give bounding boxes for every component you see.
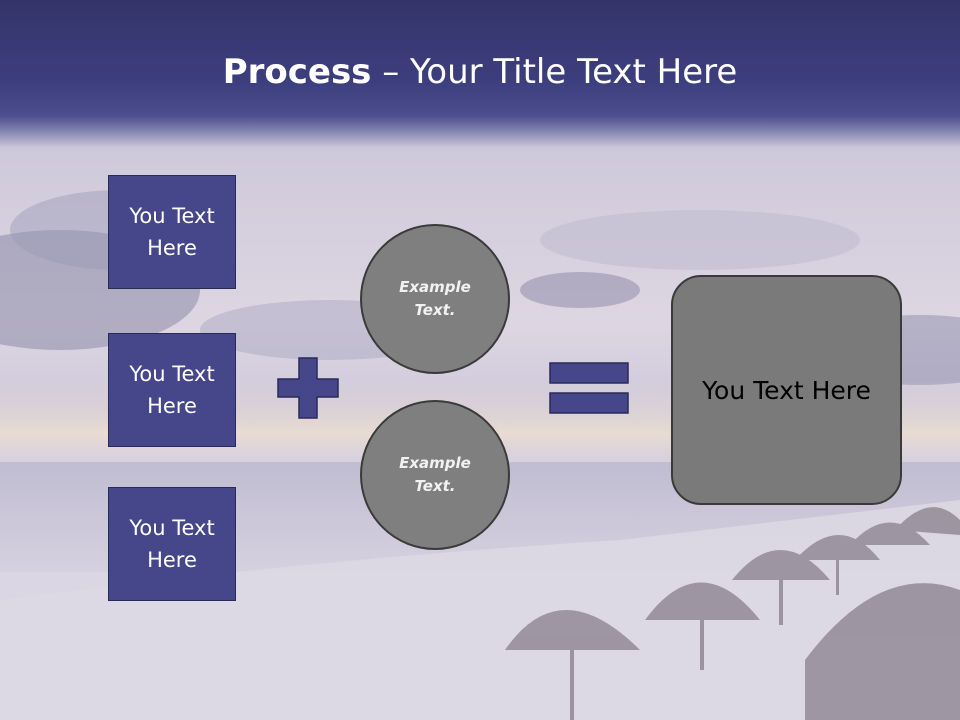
text-box-3[interactable]: You Text Here bbox=[108, 487, 236, 601]
text-box-1[interactable]: You Text Here bbox=[108, 175, 236, 289]
text-box-label: You Text Here bbox=[129, 516, 215, 572]
circle-label: Example Text. bbox=[399, 454, 471, 495]
text-box-label: You Text Here bbox=[129, 204, 215, 260]
result-label: You Text Here bbox=[702, 375, 871, 405]
text-box-2[interactable]: You Text Here bbox=[108, 333, 236, 447]
equals-icon bbox=[549, 362, 629, 414]
title-rest: – Your Title Text Here bbox=[371, 52, 738, 92]
title-bold: Process bbox=[222, 52, 372, 92]
example-circle-2[interactable]: Example Text. bbox=[360, 400, 510, 550]
slide-title: Process – Your Title Text Here bbox=[0, 52, 960, 92]
header-bar bbox=[0, 0, 960, 148]
circle-label: Example Text. bbox=[399, 278, 471, 319]
text-box-label: You Text Here bbox=[129, 362, 215, 418]
example-circle-1[interactable]: Example Text. bbox=[360, 224, 510, 374]
plus-icon bbox=[277, 357, 339, 419]
result-box[interactable]: You Text Here bbox=[671, 275, 902, 505]
